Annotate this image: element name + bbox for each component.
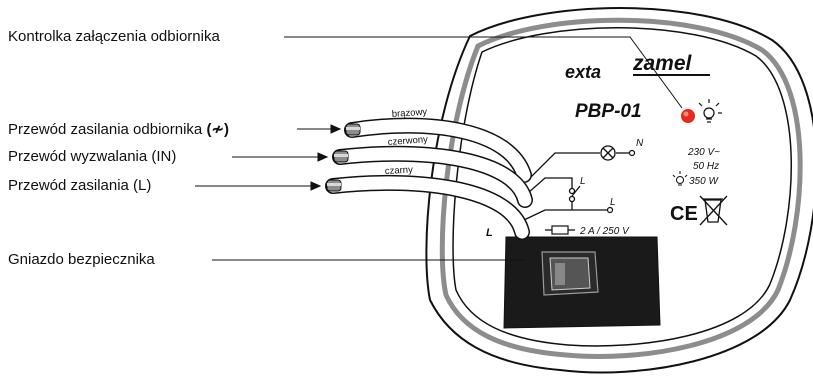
callout-load-supply-wire: Przewód zasilania odbiornika (≁) (8, 120, 229, 138)
fuse-rating: 2 A / 250 V (579, 226, 630, 237)
brand-zamel-logo: zamel (632, 52, 693, 75)
terminal-n-dot (628, 149, 636, 157)
arrow-load-supply (330, 124, 342, 134)
switch-symbol (568, 185, 581, 203)
callout-fuse-socket: Gniazdo bezpiecznika (8, 251, 155, 268)
ce-mark: CE (670, 203, 698, 225)
weee-bin-icon (699, 195, 728, 226)
terminal-l-dot (606, 206, 614, 214)
wire-label-brown: brązowy (391, 107, 427, 120)
brand-exta-logo: exta (565, 62, 601, 82)
wire-label-black: czarny (385, 165, 414, 177)
fuse-symbol (545, 225, 575, 235)
model-label: PBP-01 (575, 101, 642, 122)
wire-label-red: czerwony (387, 134, 428, 148)
indicator-led (681, 109, 695, 123)
callout-supply-wire: Przewód zasilania (L) (8, 177, 152, 194)
bulb-icon (698, 99, 722, 123)
power-bulb-icon (672, 171, 688, 186)
lamp-symbol (600, 145, 616, 161)
wire-red (332, 145, 533, 208)
spec-power: 350 W (689, 176, 719, 187)
wire-brown (344, 117, 532, 183)
fuse-slot-highlight (555, 263, 565, 285)
callout-load-supply-text: Przewód zasilania odbiornika (8, 121, 203, 138)
spec-voltage: 230 V~ (687, 147, 720, 158)
arrow-trigger (317, 152, 329, 162)
callout-trigger-wire: Przewód wyzwalania (IN) (8, 148, 177, 165)
load-symbol-icon: (≁) (206, 121, 230, 138)
leader-lines (195, 36, 683, 261)
indicator-led-glow (683, 111, 689, 117)
terminal-n-label: N (636, 138, 644, 149)
arrow-supply (310, 181, 322, 191)
wire-black (325, 174, 530, 240)
callout-indicator: Kontrolka załączenia odbiornika (8, 28, 220, 45)
leader-indicator (284, 36, 683, 109)
terminal-l-label: L (610, 197, 616, 208)
spec-frequency: 50 Hz (693, 161, 719, 172)
terminal-l-wire-label: L (486, 227, 493, 239)
terminal-l-top-label: L (580, 176, 586, 187)
